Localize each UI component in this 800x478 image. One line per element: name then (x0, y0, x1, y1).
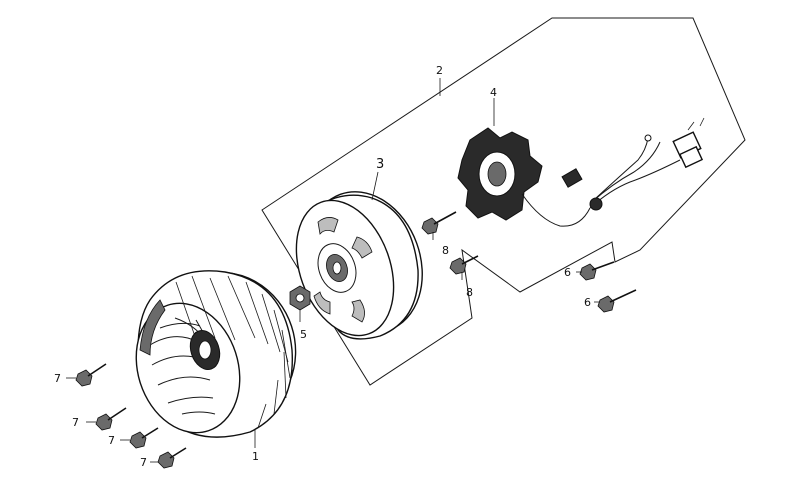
assembly-2-outline (261, 17, 746, 386)
bolt-6-lower (594, 289, 637, 313)
callout-2: 2 (436, 64, 443, 77)
bolt-8-upper (421, 211, 457, 240)
bolt-7-b (86, 407, 127, 431)
bolt-7-c (120, 427, 159, 449)
callout-3: 3 (376, 157, 384, 172)
bolt-7-a (66, 363, 107, 387)
callout-7-a: 7 (54, 372, 61, 385)
bolt-7-d (150, 447, 187, 469)
cooling-fan (135, 270, 297, 438)
flywheel-rotor (295, 191, 423, 340)
bolt-6-upper (576, 261, 615, 281)
callout-8-upper: 8 (442, 244, 449, 257)
flywheel-nut (289, 285, 311, 322)
stator-coil (457, 117, 705, 227)
callout-7-d: 7 (140, 456, 147, 469)
callout-1: 1 (252, 450, 259, 463)
leader-3 (371, 171, 379, 201)
callout-5: 5 (300, 328, 307, 341)
callout-7-c: 7 (108, 434, 115, 447)
callout-6-upper: 6 (564, 266, 571, 279)
callout-4: 4 (490, 86, 497, 99)
callout-8-lower: 8 (466, 286, 473, 299)
callout-6-lower: 6 (584, 296, 591, 309)
callout-7-b: 7 (72, 416, 79, 429)
bolt-8-lower (449, 255, 479, 280)
